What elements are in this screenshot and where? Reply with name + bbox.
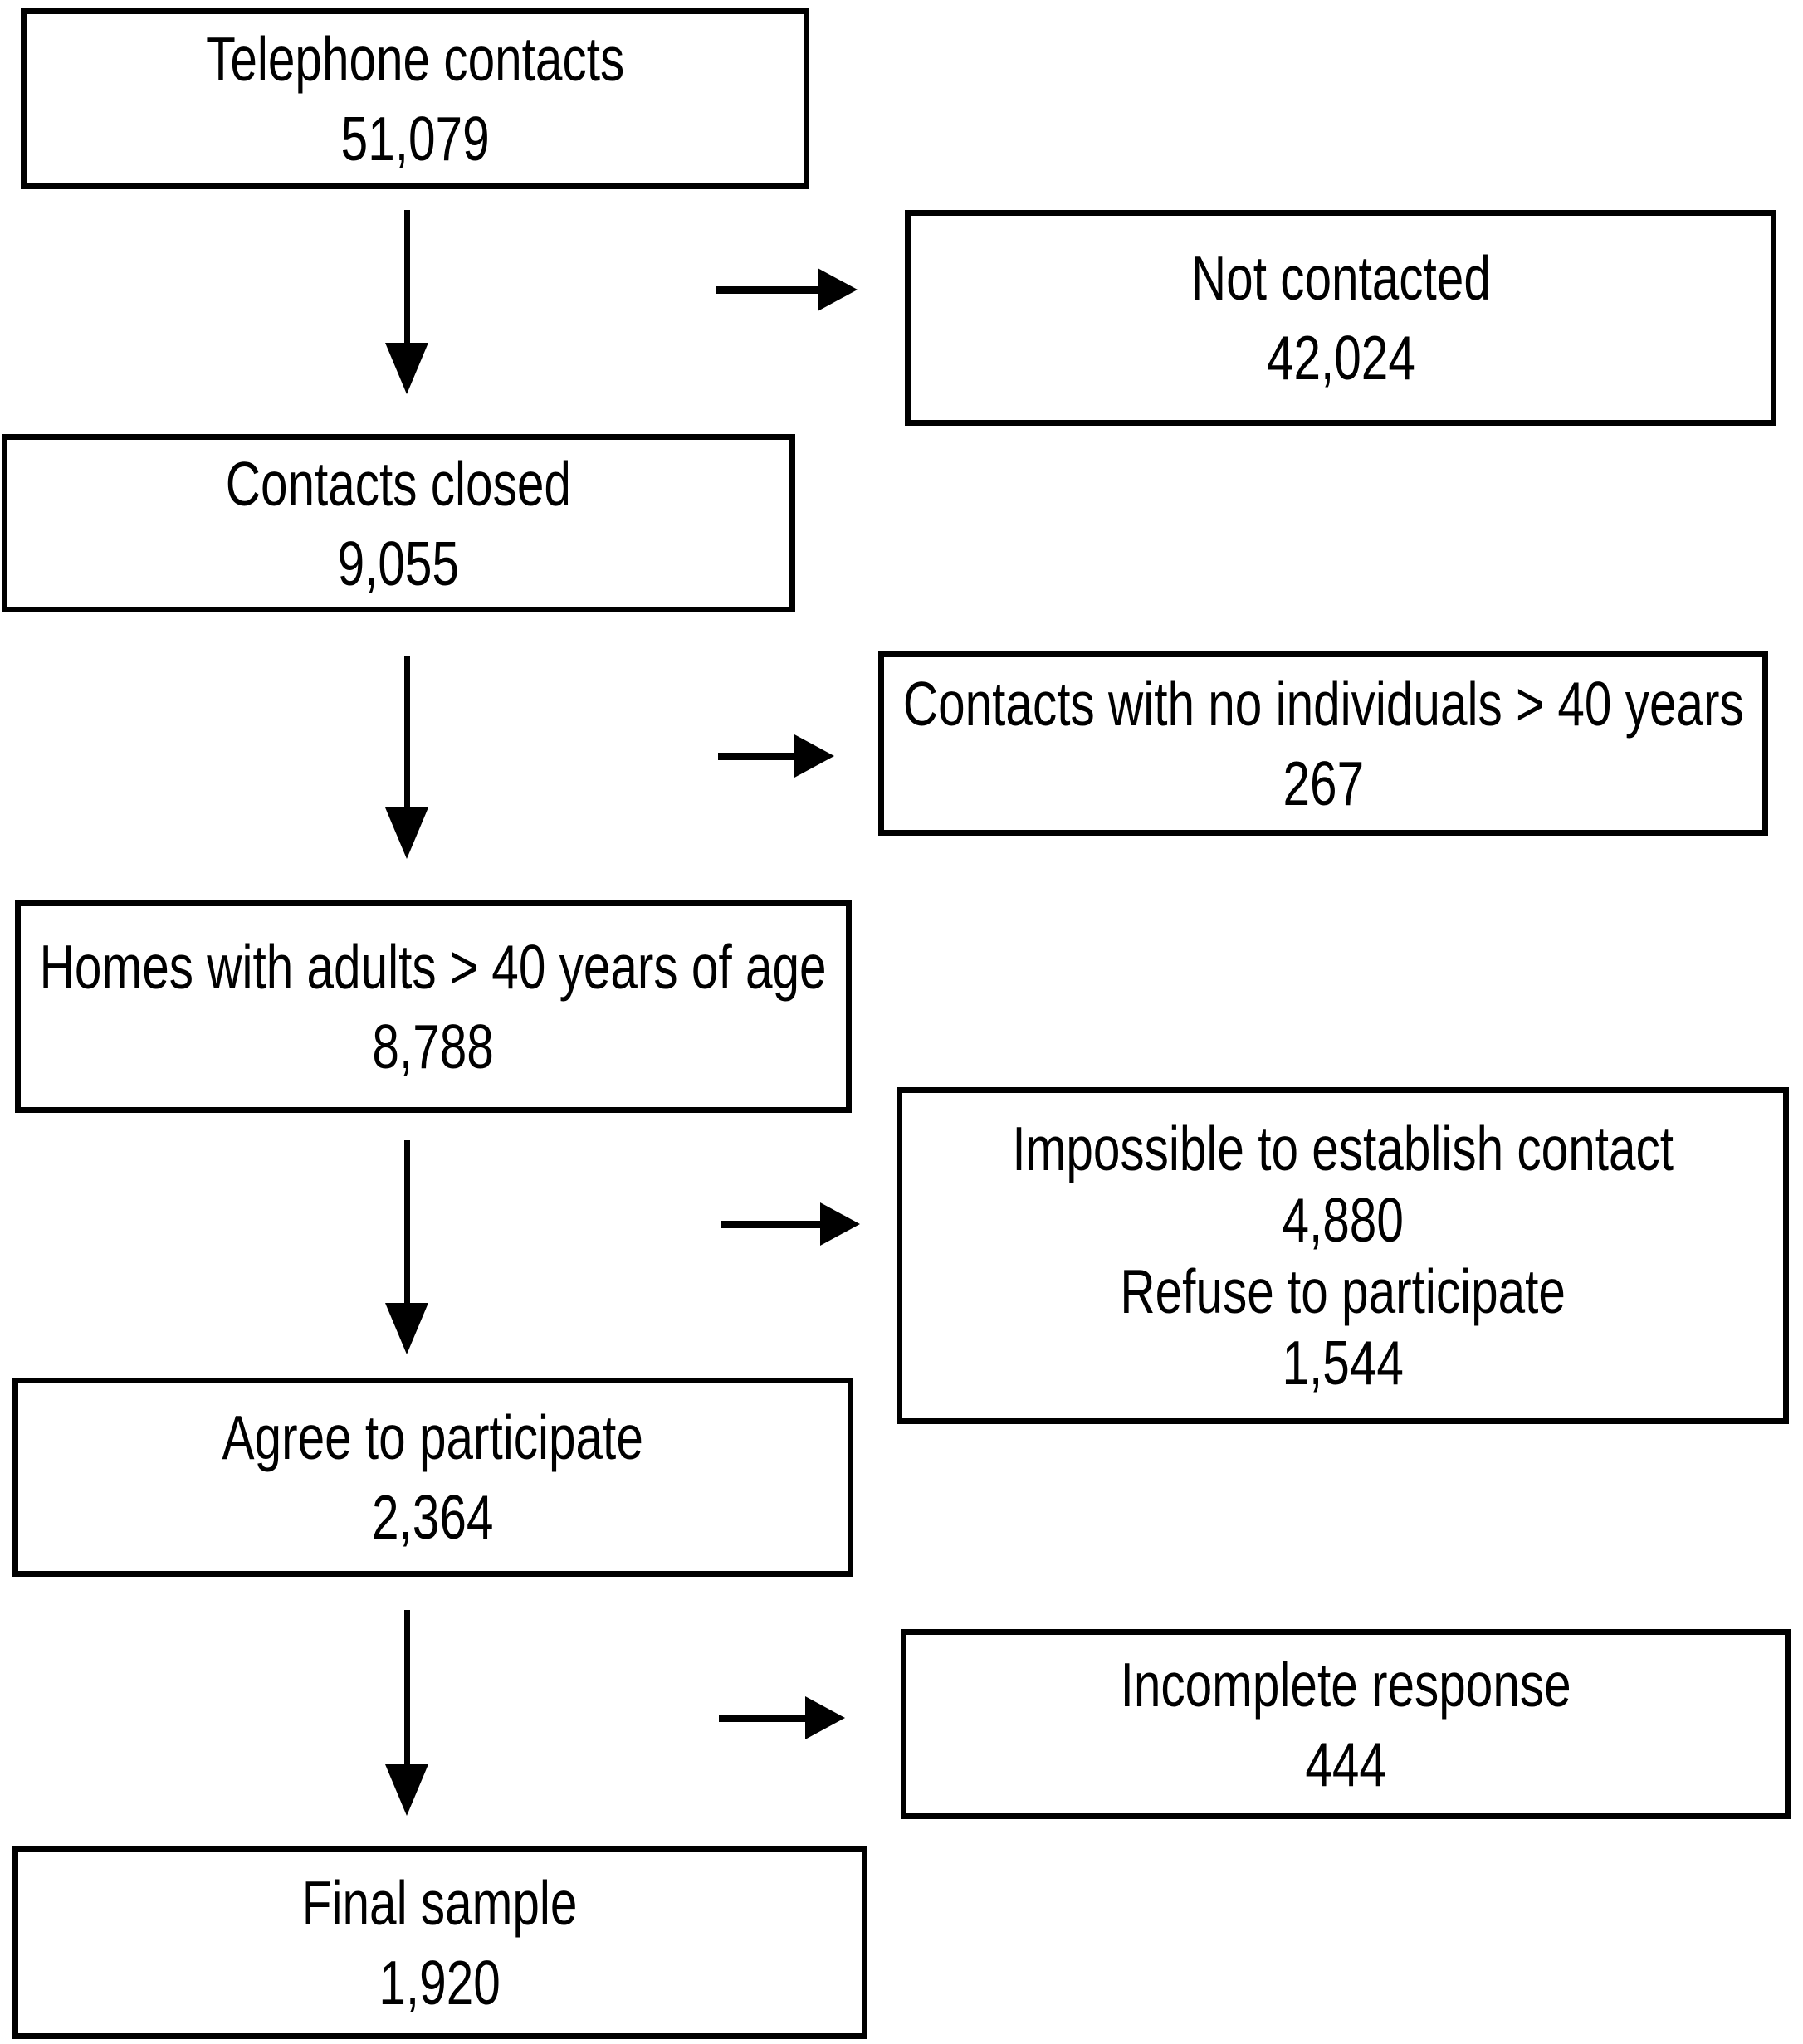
arrow-right-3-head-icon (820, 1202, 860, 1246)
arrow-down-2 (404, 656, 410, 809)
box-text: Incomplete response 444 (1120, 1645, 1571, 1804)
arrow-right-1-head-icon (818, 268, 858, 311)
box-value: 8,788 (372, 1012, 495, 1081)
box-label: Incomplete response (1120, 1649, 1571, 1720)
flow-box-homes-adults-over-40: Homes with adults > 40 years of age 8,78… (15, 900, 852, 1113)
flow-box-final-sample: Final sample 1,920 (12, 1846, 867, 2039)
box-text: Not contacted 42,024 (1191, 238, 1491, 398)
box-label: Impossible to establish contact (1012, 1114, 1674, 1183)
arrow-down-4 (404, 1610, 410, 1766)
flow-box-incomplete-response: Incomplete response 444 (901, 1629, 1791, 1819)
box-value: 2,364 (372, 1482, 494, 1552)
flow-box-agree-to-participate: Agree to participate 2,364 (12, 1378, 853, 1577)
arrow-right-2-head-icon (794, 734, 834, 778)
box-text: Homes with adults > 40 years of age 8,78… (40, 927, 827, 1086)
box-text: Agree to participate 2,364 (222, 1398, 643, 1557)
box-label: Agree to participate (222, 1403, 644, 1472)
box-value: 1,920 (379, 1948, 501, 2017)
flow-box-contacts-closed: Contacts closed 9,055 (2, 434, 795, 612)
arrow-down-1 (404, 210, 410, 344)
box-value: 267 (1283, 749, 1364, 818)
box-label: Refuse to participate (1120, 1256, 1566, 1326)
box-value: 51,079 (340, 104, 490, 173)
box-label: Contacts closed (225, 448, 572, 519)
box-label: Not contacted (1190, 243, 1491, 313)
box-value: 4,880 (1282, 1185, 1404, 1255)
box-label: Final sample (302, 1868, 578, 1938)
box-text: Impossible to establish contact 4,880 Re… (1012, 1113, 1674, 1398)
box-value: 42,024 (1266, 323, 1415, 393)
arrow-down-3-head-icon (385, 1303, 428, 1354)
arrow-down-3 (404, 1140, 410, 1305)
box-text: Final sample 1,920 (302, 1863, 578, 2022)
arrow-down-2-head-icon (385, 807, 428, 859)
box-text: Contacts closed 9,055 (226, 444, 571, 603)
flow-box-impossible-or-refuse: Impossible to establish contact 4,880 Re… (897, 1087, 1789, 1424)
box-value: 9,055 (337, 528, 460, 598)
arrow-down-4-head-icon (385, 1764, 428, 1816)
box-value: 1,544 (1282, 1328, 1404, 1398)
arrow-right-3 (721, 1221, 822, 1228)
arrow-right-1 (716, 286, 819, 294)
arrow-right-4 (719, 1715, 807, 1722)
box-text: Telephone contacts 51,079 (206, 19, 624, 178)
box-label: Telephone contacts (205, 24, 625, 94)
arrow-down-1-head-icon (385, 343, 428, 394)
arrow-right-2 (718, 753, 796, 760)
box-value: 444 (1305, 1729, 1386, 1799)
box-label: Contacts with no individuals > 40 years (902, 669, 1744, 739)
flow-box-no-individuals-over-40: Contacts with no individuals > 40 years … (878, 651, 1768, 836)
flow-box-not-contacted: Not contacted 42,024 (905, 210, 1776, 426)
arrow-right-4-head-icon (805, 1696, 845, 1739)
box-label: Homes with adults > 40 years of age (40, 932, 827, 1002)
box-text: Contacts with no individuals > 40 years … (903, 664, 1744, 823)
flow-box-telephone-contacts: Telephone contacts 51,079 (21, 8, 809, 189)
